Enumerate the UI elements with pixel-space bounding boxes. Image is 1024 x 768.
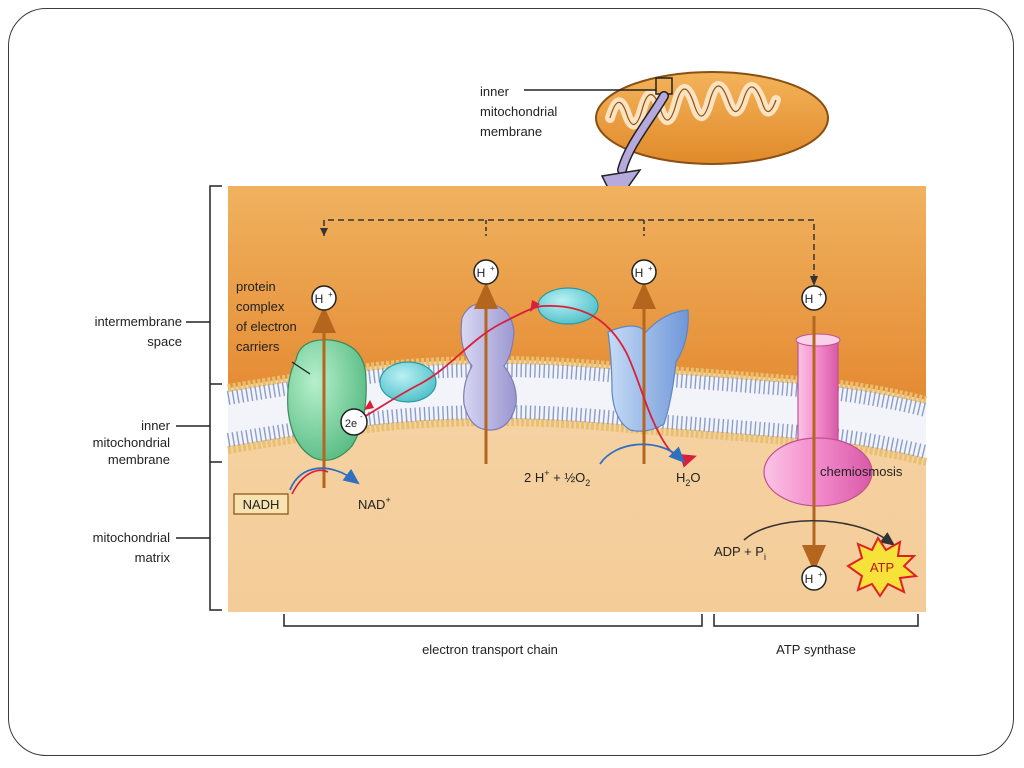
svg-text:H: H [315,292,324,306]
inner-membrane-label-2: mitochondrial [93,435,170,450]
proton-pump-arrows [312,282,826,572]
protein-label-4: carriers [236,339,280,354]
atp-label: ATP [870,560,894,575]
inner-membrane-label-3: membrane [108,452,170,467]
atp-synthase-label: ATP synthase [776,642,856,657]
matrix-label-1: mitochondrial [93,530,170,545]
nad-plus-label: NAD+ [358,495,391,512]
water-formation-arrow [599,443,686,465]
nadh-label: NADH [243,497,280,512]
atp-synthase-protein [763,333,873,507]
svg-text:H: H [805,572,814,586]
complex-iv-protein [607,309,689,432]
protein-label-1: protein [236,279,276,294]
ubiquinone-carrier [379,361,437,403]
proton-icon-4: H + [801,285,827,311]
top-label-line-3: membrane [480,124,542,139]
adp-label: ADP + Pi [714,544,766,562]
proton-icon-5: H + [801,565,827,591]
top-label-line-1: inner [480,84,510,99]
water-label: H2O [676,470,701,488]
proton-icon-1: H + [311,285,337,311]
inner-membrane-label-1: inner [141,418,171,433]
proton-icon-2: H + [473,259,499,285]
electron-transport-chain-label: electron transport chain [422,642,558,657]
atp-synthesis-arrow [743,520,896,546]
svg-text:+: + [328,290,333,299]
oxygen-reaction-label: 2 H+ + ½O2 [524,468,590,488]
mitochondrion-icon [595,71,829,165]
svg-text:+: + [490,264,495,273]
svg-text:H: H [477,266,486,280]
svg-text:H: H [635,266,644,280]
protein-label-3: of electron [236,319,297,334]
chemiosmosis-label: chemiosmosis [820,464,903,479]
svg-text:2e: 2e [345,418,357,430]
complex-iii-protein [460,302,517,431]
intermembrane-label-2: space [147,334,182,349]
top-label-line-2: mitochondrial [480,104,557,119]
matrix-label-2: matrix [135,550,171,565]
svg-text:+: + [818,290,823,299]
svg-text:-: - [360,412,363,421]
atp-burst-icon: ATP [846,536,919,598]
electron-pair-icon: 2e - [340,408,368,436]
proton-icon-3: H + [631,259,657,285]
svg-text:H: H [805,292,814,306]
bottom-brackets [283,614,919,627]
proton-return-path [320,219,818,286]
svg-text:+: + [648,264,653,273]
intermembrane-label-1: intermembrane [95,314,182,329]
complex-i-protein [287,339,367,461]
svg-text:+: + [818,570,823,579]
left-bracket [176,185,222,611]
protein-label-2: complex [236,299,285,314]
nadh-box [233,493,289,515]
nad-conversion-arrow [289,467,360,491]
